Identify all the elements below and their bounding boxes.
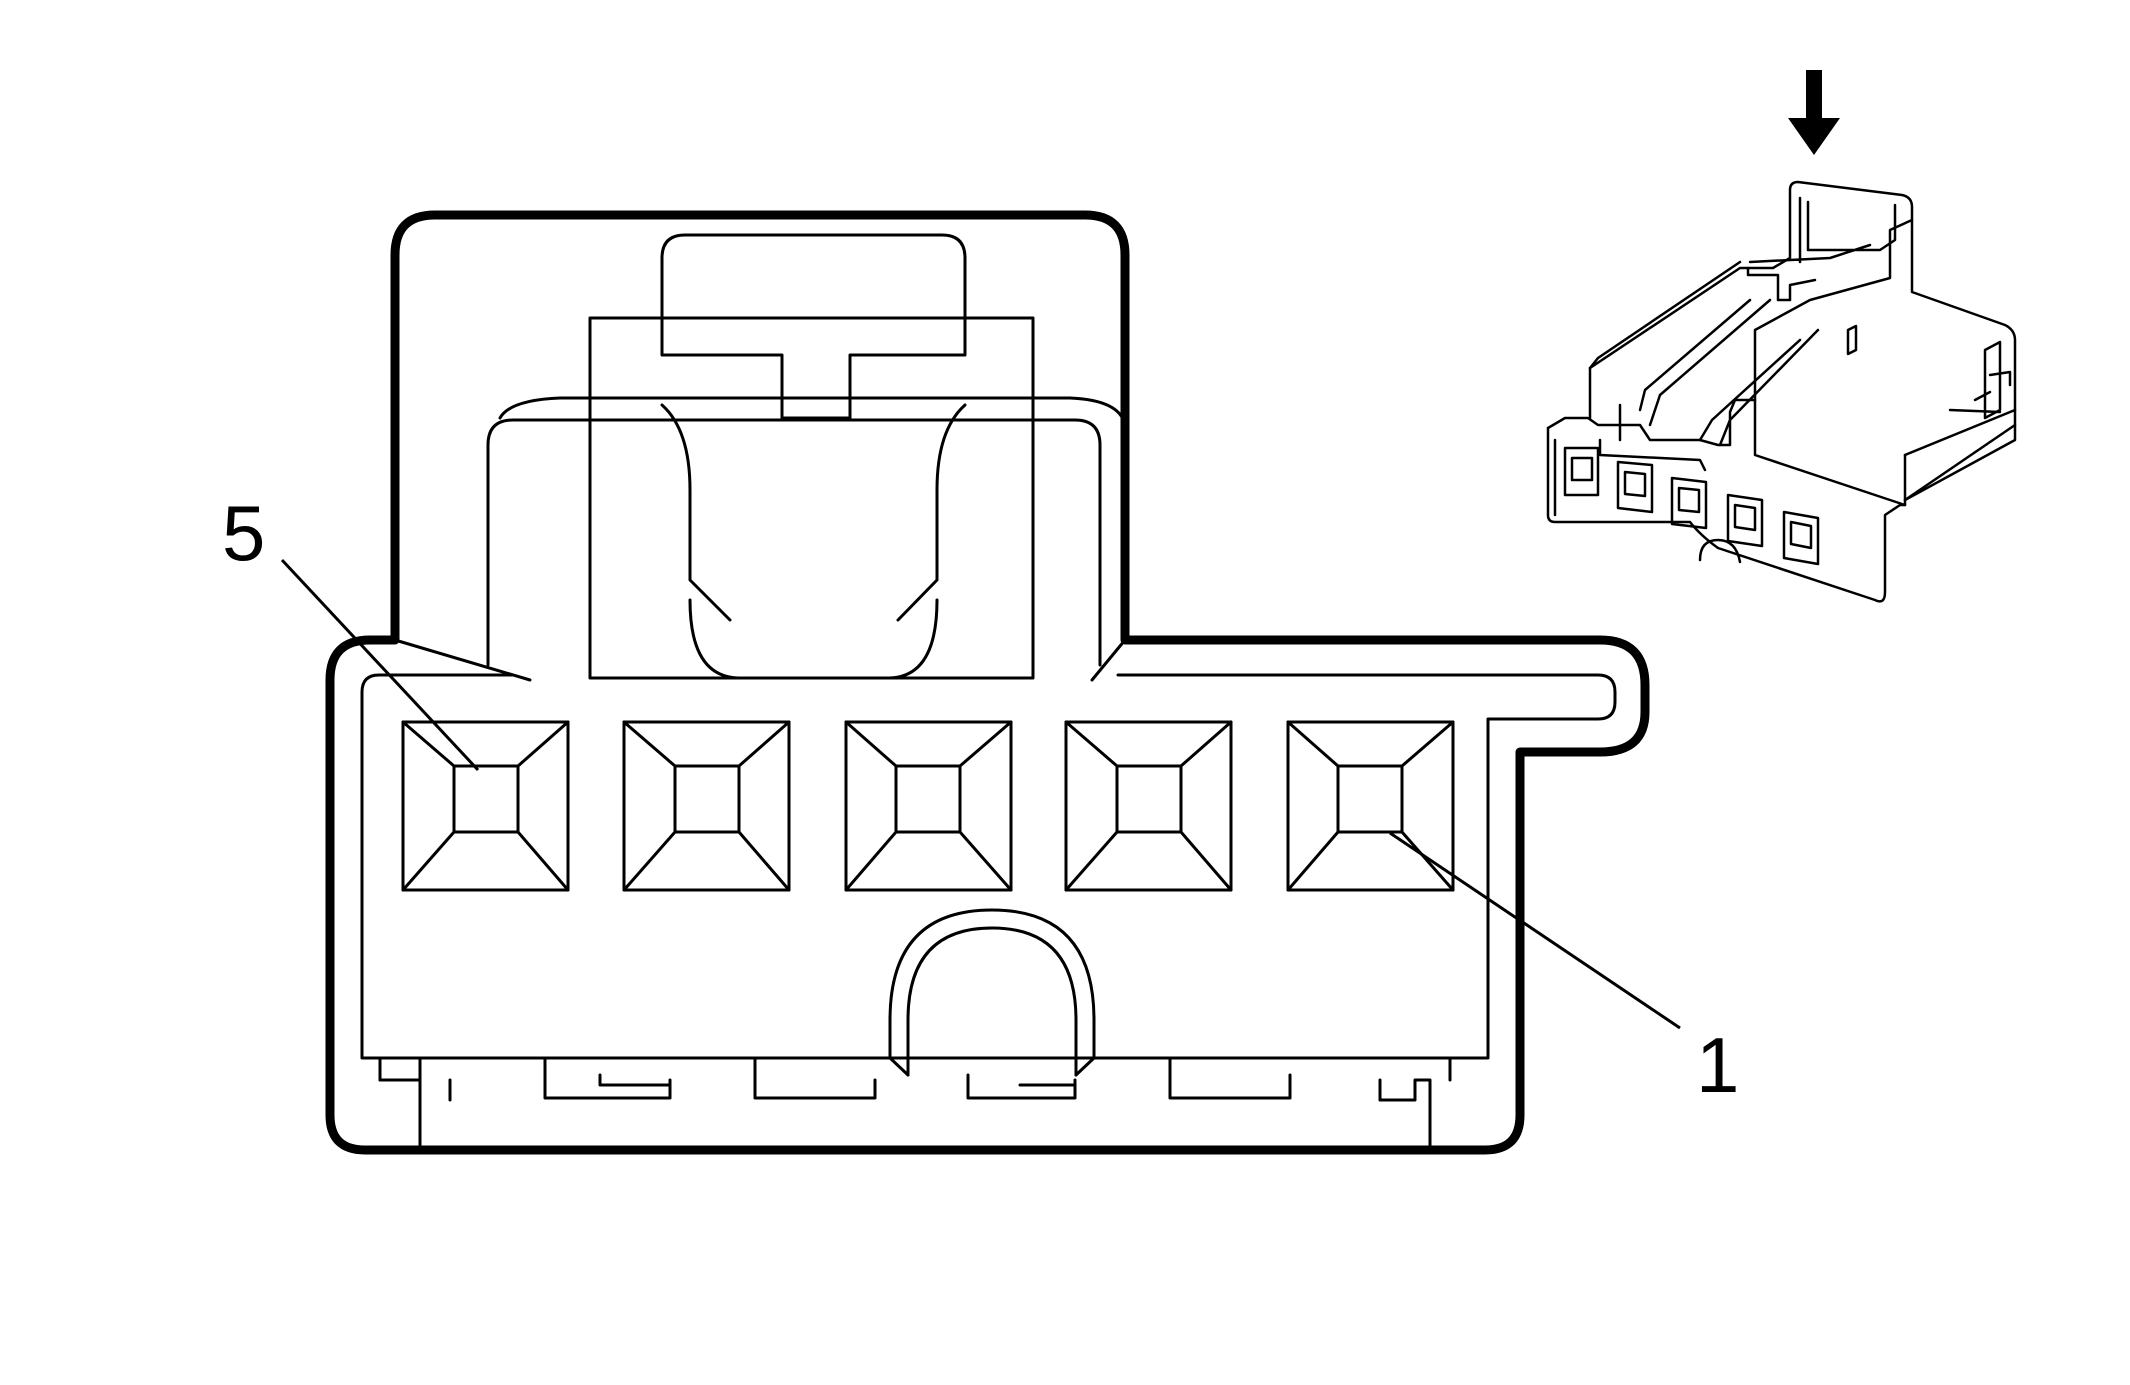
connector-front-view [325,210,1650,1155]
pin-cavity-3 [844,720,1013,892]
connector-shoulder-line-left [393,638,532,682]
polarizing-key-arch [888,908,1096,1060]
iso-side-clip [1973,340,2012,420]
bottom-notches [378,1056,1452,1152]
latch-foot-right [886,598,939,680]
iso-top-ridge [1588,218,1914,442]
connector-isometric-view [1546,70,2017,603]
iso-side-face [1903,408,2017,502]
leader-line-pin-5 [280,558,480,772]
iso-latch-arms [1638,298,1820,447]
latch-foot-left [688,598,742,680]
connector-inner-outline [360,418,1617,1060]
iso-latch-tab [1746,266,1817,302]
pin-cavity-5 [401,720,570,892]
latch-arm-left [660,403,732,622]
latch-frame [588,316,1035,680]
iso-front-top [1546,398,1907,507]
pin-label-1: 1 [1696,1021,1739,1109]
latch-arm-right [896,403,967,622]
leader-line-pin-1 [1389,831,1681,1030]
iso-front-face [1546,426,1907,603]
iso-key-notch [1698,538,1742,564]
pin-cavity-1 [1286,720,1455,892]
pin-cavity-4 [622,720,791,892]
connector-inner-shoulder [498,396,1127,427]
latch-cap [660,233,967,327]
connector-shoulder-line-right [1090,638,1127,682]
polarizing-key-arch-inner [906,926,1078,1077]
pin-label-5: 5 [222,489,265,577]
pin-cavity-2 [1064,720,1233,892]
connector-outer-outline [325,210,1650,1155]
iso-top-body [1588,180,2017,502]
iso-pin-cavities [1563,446,1820,566]
iso-front-inner [1553,438,1707,517]
arrow-down-icon [1788,70,1840,155]
iso-side-slot [1846,324,1858,356]
iso-latch-body [1748,196,1897,264]
latch-tab [660,323,967,420]
